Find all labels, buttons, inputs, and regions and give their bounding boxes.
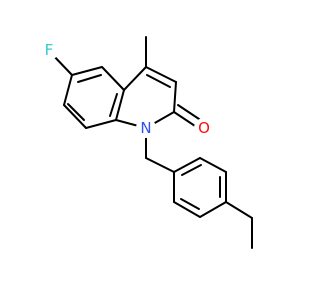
bond-ar2-ar3: [199, 157, 227, 173]
bond-c4a-c8a-inner: [109, 93, 118, 117]
bond-ar5-ar6: [173, 201, 201, 218]
bond-c6-c5-inner: [77, 74, 102, 83]
nitrogen-label-background: [136, 118, 156, 138]
bond-ar1-ar2-inner: [181, 164, 202, 176]
bond-ar1-ar2: [173, 157, 201, 173]
bond-c4a-c4: [123, 66, 147, 91]
bond-c2-o: [173, 111, 199, 129]
bond-ar5-ar6-inner: [180, 198, 200, 210]
nitrogen-atom-label: N: [140, 119, 151, 137]
bond-ar4-ethyl-ch2: [225, 201, 253, 219]
molecule-diagram: F N O: [39, 36, 253, 249]
bond-layer: [49, 36, 253, 249]
oxygen-label-background: [194, 118, 214, 138]
bond-c8a-c8: [85, 119, 117, 129]
fluorine-label-background: [39, 40, 59, 60]
bond-c6-c5: [71, 66, 103, 76]
bond-c3-c2: [173, 81, 177, 113]
bond-c8-c7-inner: [67, 103, 85, 121]
bond-c2-o-second: [177, 104, 203, 122]
atom-label-layer: F N O: [39, 40, 214, 138]
bond-ch2-ar1: [145, 157, 175, 173]
bond-c8-c7: [63, 104, 87, 129]
bond-c4-c3: [145, 66, 177, 83]
bond-c4a-c8a: [115, 89, 125, 121]
bond-c7-c6: [63, 74, 73, 106]
fluorine-atom-label: F: [45, 41, 54, 59]
bond-c4-c3-inner: [146, 74, 171, 88]
bond-ar4-ar5: [199, 201, 227, 218]
oxygen-atom-label: O: [198, 119, 210, 137]
bond-c5-c4a: [101, 66, 125, 91]
